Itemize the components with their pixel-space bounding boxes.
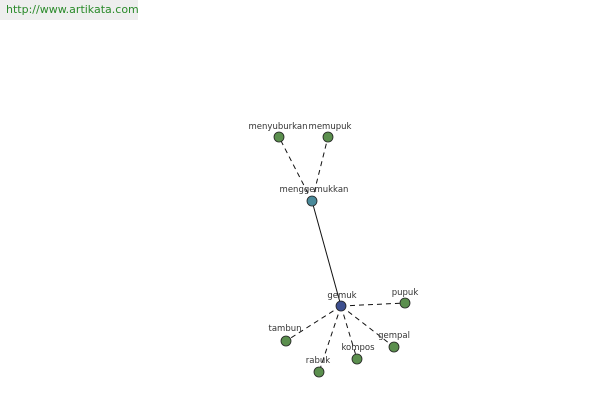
node-label-menyuburkan: menyuburkan	[249, 122, 308, 132]
node-menggemukkan[interactable]	[306, 195, 318, 207]
node-label-rabuk: rabuk	[306, 356, 330, 366]
edge-menggemukkan-menyuburkan	[278, 136, 313, 202]
node-pupuk[interactable]	[399, 297, 411, 309]
edge-menggemukkan-memupuk	[311, 136, 329, 202]
node-label-gempal: gempal	[378, 331, 410, 341]
watermark-url: http://www.artikata.com	[0, 0, 139, 20]
node-rabuk[interactable]	[313, 366, 325, 378]
edges-layer	[278, 136, 406, 373]
node-gemuk[interactable]	[335, 300, 347, 312]
node-kompos[interactable]	[351, 353, 363, 365]
node-label-pupuk: pupuk	[392, 288, 419, 298]
node-label-gemuk: gemuk	[327, 291, 356, 301]
node-gempal[interactable]	[388, 341, 400, 353]
edge-menggemukkan-gemuk	[311, 200, 342, 307]
nodes-layer	[273, 131, 411, 378]
edge-gemuk-gempal	[340, 305, 395, 348]
edge-gemuk-tambun	[285, 305, 342, 342]
edge-gemuk-kompos	[340, 305, 358, 360]
node-label-menggemukkan: menggemukkan	[280, 185, 349, 195]
node-label-memupuk: memupuk	[309, 122, 352, 132]
node-memupuk[interactable]	[322, 131, 334, 143]
node-menyuburkan[interactable]	[273, 131, 285, 143]
edge-gemuk-pupuk	[340, 302, 406, 307]
node-tambun[interactable]	[280, 335, 292, 347]
edge-gemuk-rabuk	[318, 305, 342, 373]
node-label-kompos: kompos	[341, 343, 375, 353]
node-label-tambun: tambun	[269, 324, 302, 334]
